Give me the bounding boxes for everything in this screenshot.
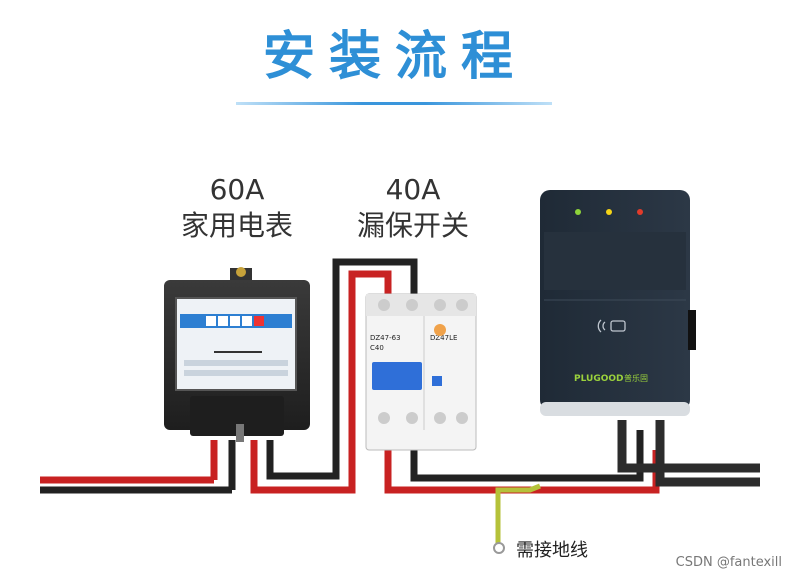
nfc-card-icon	[597, 319, 626, 333]
rcd-test-button	[434, 324, 446, 336]
ev-charger: PLUGOOD 普乐固	[540, 190, 696, 416]
rcd-left-model: DZ47-63	[370, 334, 401, 342]
charger-cable-1	[617, 420, 760, 473]
rcd-rating: 40A	[385, 173, 441, 206]
meter-seal-icon	[236, 267, 246, 277]
meter-name: 家用电表	[180, 209, 293, 242]
meter-to-rcd-wires	[250, 258, 418, 494]
ground-wire-label: 需接地线	[516, 540, 588, 561]
rcd-left-rating: C40	[370, 344, 384, 352]
incoming-wires	[40, 440, 236, 494]
charger-brand: PLUGOOD	[574, 374, 623, 384]
ground-terminal-icon	[493, 542, 505, 554]
meter-rating: 60A	[209, 173, 265, 206]
meter-label: 60A 家用电表	[172, 172, 302, 244]
meter-out-live-wire	[250, 270, 392, 494]
page-title: 安装流程	[262, 27, 527, 87]
charger-cable-2	[655, 420, 760, 487]
title-underline	[236, 102, 552, 105]
status-led-yellow-icon	[606, 209, 612, 215]
ground-wire	[493, 483, 541, 554]
status-led-green-icon	[575, 209, 581, 215]
rcd-label: 40A 漏保开关	[348, 172, 478, 244]
rcd-out-neutral-wire	[410, 430, 644, 482]
rcd-switch-handle	[372, 362, 422, 390]
meter-kwh-counter	[206, 316, 264, 326]
rcd-out-live-wire	[384, 450, 660, 494]
meter-out-neutral-wire	[266, 258, 418, 480]
rcd-right-model: DZ47LE	[430, 334, 457, 342]
electric-meter	[164, 267, 310, 442]
rcd-breaker: DZ47-63 C40 DZ47LE	[365, 293, 477, 451]
rcd-name: 漏保开关	[356, 209, 469, 242]
status-led-red-icon	[637, 209, 643, 215]
watermark: CSDN @fantexill	[675, 555, 782, 570]
charger-brand-cn: 普乐固	[624, 373, 648, 383]
